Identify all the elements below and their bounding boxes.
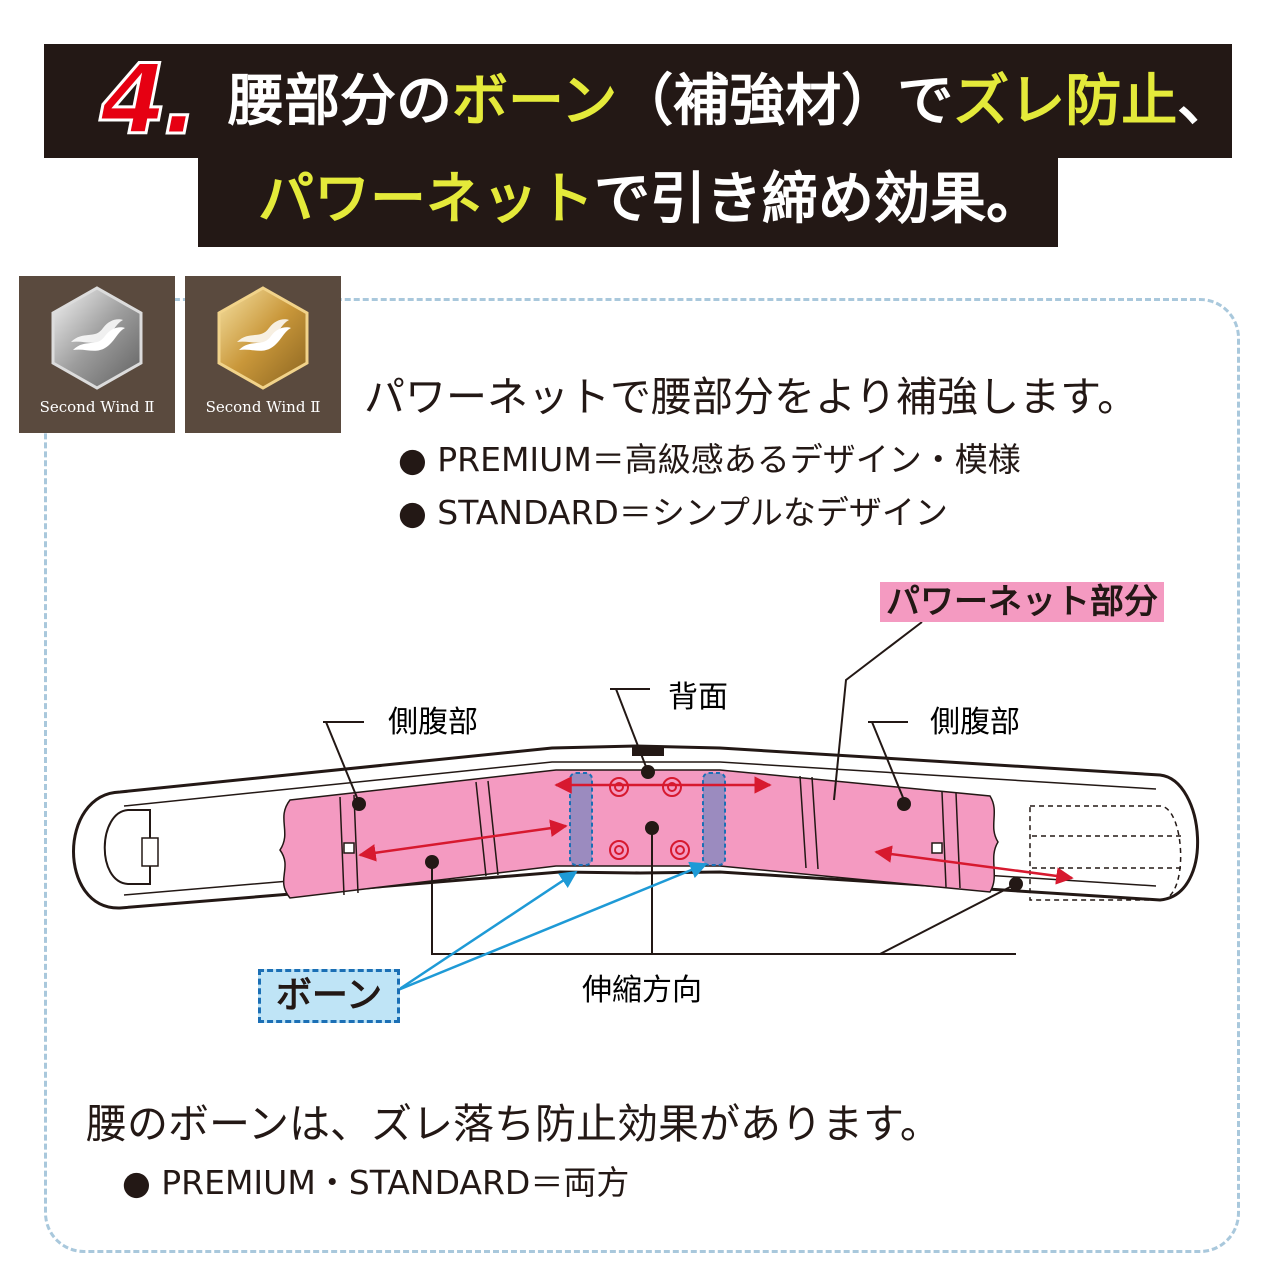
headline-text: （補強材）で: [617, 69, 954, 134]
end-pad-left: [103, 809, 151, 885]
section-number: 4.: [98, 44, 200, 156]
belt-diagram: 背面 側腹部 側腹部 伸縮方向: [72, 621, 1200, 1008]
powernet-heading: パワーネットで腰部分をより補強します。: [364, 373, 1139, 421]
label-side-right: 側腹部: [930, 705, 1020, 740]
label-stretch-direction: 伸縮方向: [582, 973, 702, 1008]
bone-heading: 腰のボーンは、ズレ落ち防止効果があります。: [86, 1100, 941, 1148]
headline-text: 、: [1177, 69, 1234, 134]
headline-text: で引き締め効果。: [594, 167, 1042, 232]
leader-line: [868, 721, 908, 801]
label-back: 背面: [668, 680, 728, 715]
bone-arrow: [397, 861, 708, 992]
wave-hexagon-icon: [51, 286, 143, 390]
stretch-arrow: [874, 845, 1074, 885]
leader-line: [431, 828, 1017, 955]
badge-gold: Second Wind Ⅱ: [185, 276, 341, 433]
velcro-patch: [1029, 805, 1182, 901]
bone-right: [702, 772, 726, 866]
header-banner-top: [44, 44, 1232, 158]
bullet-premium: ● PREMIUM＝高級感あるデザイン・模様: [398, 440, 1021, 479]
bullet-both: ● PREMIUM・STANDARD＝両方: [122, 1163, 630, 1202]
leader-line: [833, 621, 923, 801]
headline-highlight-bone: ボーン: [452, 69, 618, 134]
stretch-arrow: [358, 819, 568, 862]
badge-label: Second Wind Ⅱ: [39, 398, 155, 416]
header-banner-bottom: [198, 155, 1058, 247]
label-powernet-part: パワーネット部分: [880, 582, 1164, 622]
headline-line-2: パワーネットで引き締め効果。: [258, 172, 1042, 228]
headline-text: 腰部分の: [228, 69, 452, 134]
headline-line-1: 腰部分のボーン（補強材）でズレ防止、: [228, 74, 1233, 130]
label-bone: ボーン: [258, 969, 400, 1023]
badge-label: Second Wind Ⅱ: [205, 398, 321, 416]
headline-highlight-powernet: パワーネット: [258, 167, 594, 232]
wave-hexagon-icon: [217, 286, 309, 390]
bone-left: [569, 772, 593, 866]
leader-line: [615, 688, 649, 773]
label-side-left: 側腹部: [388, 705, 478, 740]
bone-arrow: [397, 870, 578, 992]
headline-highlight-slip: ズレ防止: [953, 69, 1178, 134]
badge-silver: Second Wind Ⅱ: [19, 276, 175, 433]
powernet-area: [279, 769, 999, 899]
marker-dot-group: [352, 765, 1023, 891]
bullet-standard: ● STANDARD＝シンプルなデザイン: [398, 493, 948, 532]
content-panel: [44, 298, 1240, 1253]
leader-line: [323, 721, 364, 801]
